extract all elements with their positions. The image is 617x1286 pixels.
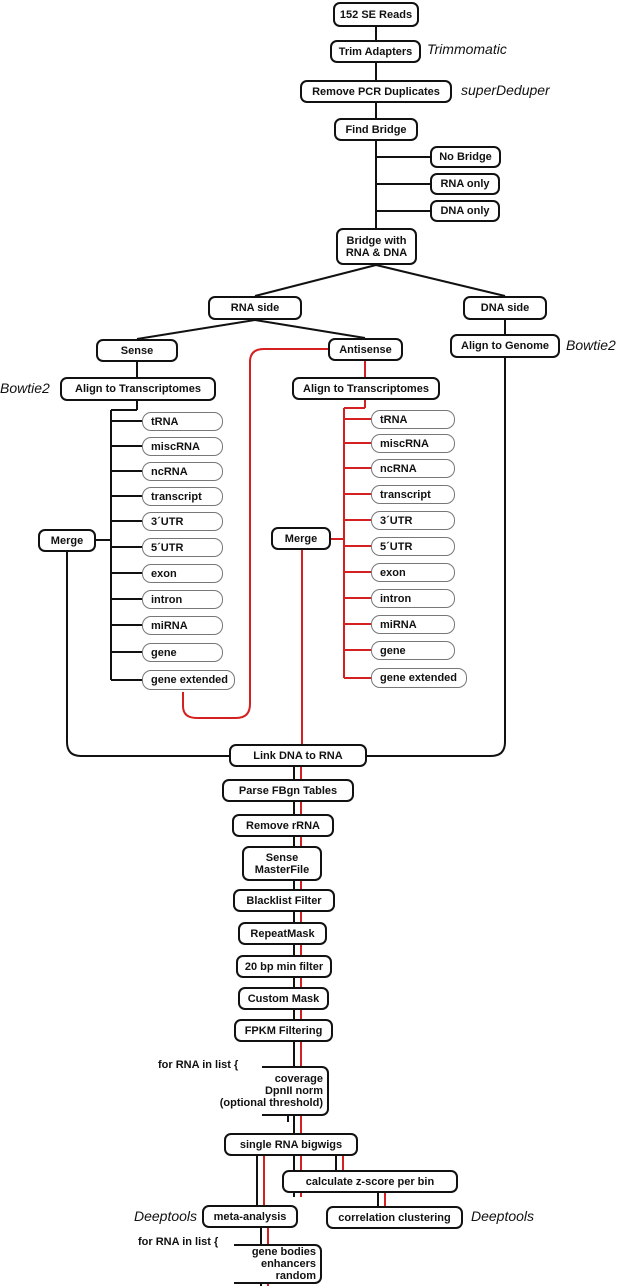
antisense-category-3utr: 3´UTR [371, 511, 455, 530]
rna-side-box: RNA side [208, 296, 302, 320]
link-dna-rna-box: Link DNA to RNA [229, 744, 367, 767]
gene-bodies-loop-box: gene bodies enhancers random [234, 1244, 322, 1284]
sense-masterfile-box: Sense MasterFile [242, 846, 322, 881]
blacklist-filter-box: Blacklist Filter [233, 889, 335, 912]
find-bridge-box: Find Bridge [334, 118, 418, 141]
antisense-category-trna: tRNA [371, 410, 455, 429]
rna-only-box: RNA only [430, 173, 500, 195]
loop2-label: for RNA in list { [138, 1236, 219, 1248]
sense-category-intron: intron [142, 590, 223, 609]
superdeduper-label: superDeduper [461, 82, 550, 98]
loop2-line-3: random [275, 1270, 316, 1282]
bowtie2-genome-label: Bowtie2 [566, 337, 616, 353]
sense-box: Sense [96, 339, 178, 362]
bridge-rna-dna-box: Bridge with RNA & DNA [336, 228, 417, 265]
sense-category-5utr: 5´UTR [142, 538, 223, 557]
masterfile-line-2: MasterFile [254, 863, 310, 876]
align-to-genome-box: Align to Genome [450, 334, 560, 358]
masterfile-line-1: Sense [265, 851, 299, 864]
remove-rrna-box: Remove rRNA [232, 814, 334, 837]
trimmomatic-label: Trimmomatic [427, 41, 507, 57]
no-bridge-box: No Bridge [430, 146, 501, 168]
custom-mask-box: Custom Mask [238, 987, 329, 1010]
coverage-loop-box: coverage DpnII norm (optional threshold) [220, 1066, 329, 1116]
antisense-box: Antisense [328, 338, 403, 361]
min-filter-box: 20 bp min filter [236, 955, 332, 978]
dna-only-box: DNA only [430, 200, 500, 222]
dna-side-box: DNA side [463, 296, 547, 320]
bridge-line-2: RNA & DNA [345, 246, 408, 259]
trim-adapters-box: Trim Adapters [330, 40, 421, 63]
correlation-clustering-box: correlation clustering [326, 1206, 463, 1229]
antisense-category-exon: exon [371, 563, 455, 582]
antisense-category-miscrna: miscRNA [371, 434, 455, 453]
loop1-line-3: (optional threshold) [219, 1097, 323, 1109]
loop2-line-1: gene bodies [251, 1246, 316, 1258]
antisense-category-transcript: transcript [371, 485, 455, 504]
align-transcriptomes-antisense-box: Align to Transcriptomes [292, 377, 440, 400]
bridge-line-1: Bridge with [346, 234, 407, 247]
meta-analysis-box: meta-analysis [202, 1205, 298, 1228]
antisense-category-gene: gene [371, 641, 455, 660]
bowtie2-transcriptome-label: Bowtie2 [0, 380, 50, 396]
antisense-category-5utr: 5´UTR [371, 537, 455, 556]
merge-sense-box: Merge [38, 529, 96, 552]
deeptools-meta-label: Deeptools [134, 1208, 198, 1224]
parse-fbgn-box: Parse FBgn Tables [222, 779, 354, 802]
sense-category-gene-extended: gene extended [142, 670, 235, 690]
remove-pcr-duplicates-box: Remove PCR Duplicates [300, 80, 452, 103]
antisense-category-mirna: miRNA [371, 615, 455, 634]
sense-category-miscrna: miscRNA [142, 437, 223, 456]
loop1-line-1: coverage [274, 1073, 323, 1085]
sense-category-exon: exon [142, 564, 223, 583]
repeatmask-box: RepeatMask [238, 922, 327, 945]
sense-category-trna: tRNA [142, 412, 223, 431]
sense-category-mirna: miRNA [142, 616, 223, 635]
sense-category-ncrna: ncRNA [142, 462, 223, 481]
loop1-label: for RNA in list { [158, 1059, 239, 1071]
sense-category-transcript: transcript [142, 487, 223, 506]
antisense-category-ncrna: ncRNA [371, 459, 455, 478]
loop1-line-2: DpnII norm [264, 1085, 323, 1097]
zscore-box: calculate z-score per bin [282, 1170, 458, 1193]
sense-category-3utr: 3´UTR [142, 512, 223, 531]
single-rna-bigwigs-box: single RNA bigwigs [224, 1133, 358, 1156]
fpkm-filtering-box: FPKM Filtering [234, 1019, 333, 1042]
deeptools-corr-label: Deeptools [471, 1208, 535, 1224]
sense-category-gene: gene [142, 643, 223, 662]
align-transcriptomes-sense-box: Align to Transcriptomes [60, 377, 216, 401]
antisense-category-gene-extended: gene extended [371, 668, 467, 688]
merge-antisense-box: Merge [271, 527, 331, 550]
reads-box: 152 SE Reads [333, 2, 419, 27]
antisense-category-intron: intron [371, 589, 455, 608]
loop2-line-2: enhancers [260, 1258, 316, 1270]
